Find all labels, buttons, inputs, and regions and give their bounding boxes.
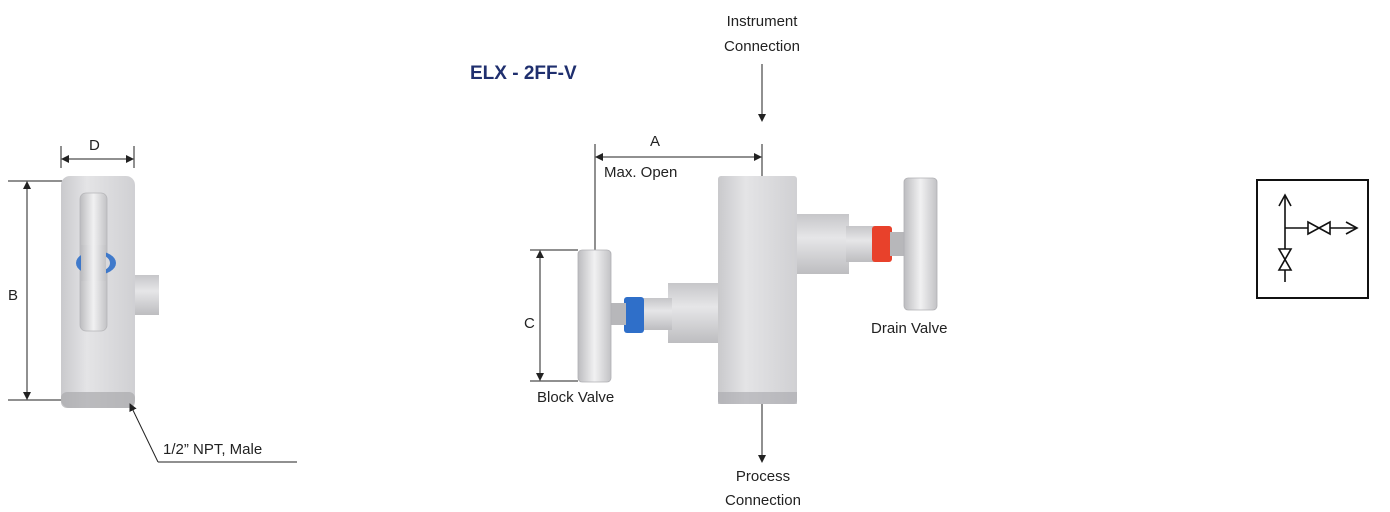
process-connection-line2: Connection — [725, 492, 801, 509]
npt-leader — [129, 403, 159, 463]
side-view — [8, 146, 297, 463]
dimension-b-label: B — [8, 287, 19, 304]
dimension-c-label: C — [524, 315, 535, 332]
dimension-d-label: D — [89, 137, 100, 154]
npt-label: 1/2” NPT, Male — [163, 441, 263, 458]
drain-valve-handle — [903, 177, 938, 311]
drain-valve-label: Drain Valve — [871, 320, 948, 337]
front-view — [530, 64, 938, 463]
manifold-body — [718, 176, 797, 404]
instrument-connection-line2: Connection — [724, 38, 800, 55]
product-title: ELX - 2FF-V — [470, 63, 577, 84]
block-valve-blue-ring — [624, 297, 644, 333]
valve-schematic-icon — [1256, 179, 1369, 299]
drain-valve-bonnet — [797, 214, 849, 274]
process-connection-line1: Process — [735, 468, 791, 485]
drain-valve-red-ring — [872, 226, 892, 262]
max-open-label: Max. Open — [604, 164, 678, 181]
side-port — [135, 275, 159, 315]
block-valve-handle — [577, 249, 612, 383]
instrument-connection-line1: Instrument — [726, 13, 798, 30]
block-valve-label: Block Valve — [537, 389, 615, 406]
dimension-a-label: A — [650, 133, 661, 150]
block-valve-bonnet — [668, 283, 718, 343]
